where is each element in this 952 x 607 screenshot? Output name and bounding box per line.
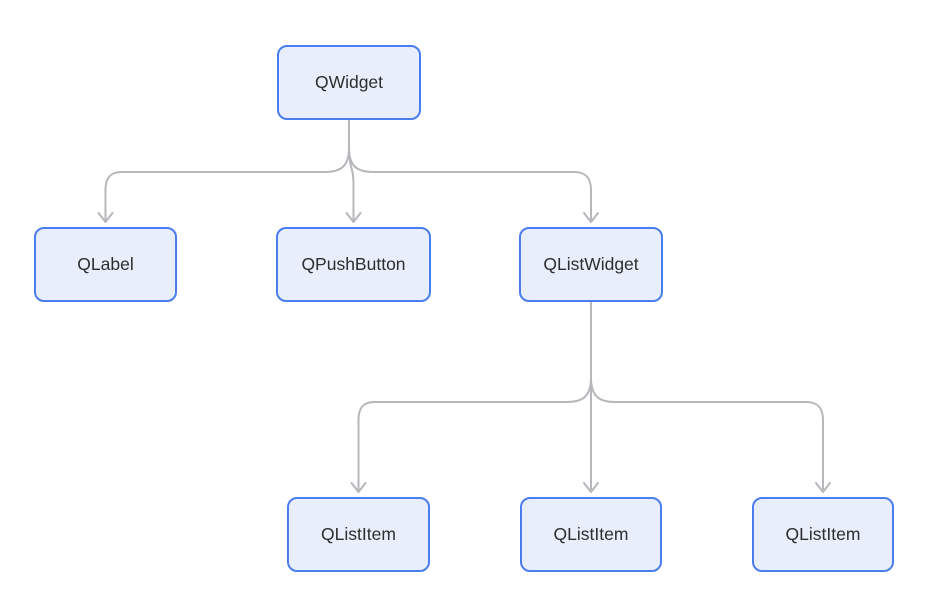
node-qlistwidget-label: QListWidget [543, 253, 639, 274]
node-qpushbutton: QPushButton [276, 227, 431, 302]
node-qlistitem-1-label: QListItem [321, 523, 396, 544]
arrowhead-qlistwidget [583, 212, 599, 223]
arrowhead-qlistitem-3 [815, 482, 831, 493]
edge-qlistwidget-qlistitem-1 [357, 302, 592, 492]
node-qlabel: QLabel [34, 227, 177, 302]
node-qlistitem-1: QListItem [287, 497, 430, 572]
node-qlistitem-2: QListItem [520, 497, 662, 572]
edge-qlistwidget-qlistitem-3 [590, 302, 824, 492]
node-qlistitem-2-label: QListItem [553, 523, 629, 544]
node-qwidget-label: QWidget [314, 71, 384, 92]
arrowhead-qlabel [97, 212, 114, 223]
arrowhead-qlistitem-2 [583, 482, 599, 493]
node-qlabel-label: QLabel [77, 253, 134, 274]
node-qwidget: QWidget [277, 45, 421, 120]
edge-qwidget-qlabel [104, 119, 350, 222]
node-qlistitem-3-label: QListItem [785, 523, 861, 544]
arrowhead-qlistitem-1 [350, 482, 367, 493]
node-qlistitem-3: QListItem [752, 497, 894, 572]
arrowhead-qpushbutton [345, 212, 362, 223]
edge-qwidget-qlistwidget [348, 119, 592, 222]
node-qlistwidget: QListWidget [519, 227, 663, 302]
node-qpushbutton-label: QPushButton [301, 253, 406, 274]
